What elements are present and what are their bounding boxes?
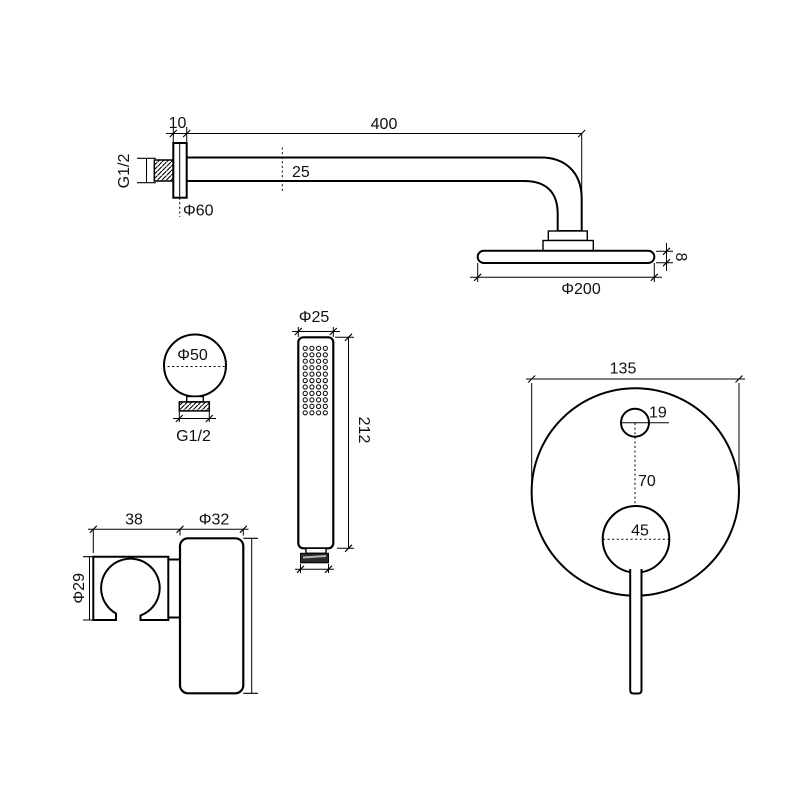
nozzle-dot: [309, 352, 315, 358]
head-connector-lower: [542, 239, 594, 252]
nozzle-dot: [322, 345, 328, 351]
dim-center-distance: 70: [638, 473, 656, 490]
dim-outlet-diameter: Φ50: [177, 347, 208, 364]
dim-ticks-wand-diameter: [294, 327, 338, 336]
nozzle-dot: [302, 345, 308, 351]
rain-shower-assembly: 10 400 25 G1/2 Φ60 Φ200 8: [116, 115, 689, 298]
nozzle-dot: [302, 358, 308, 364]
nozzle-dot: [322, 390, 328, 396]
nozzle-dot: [302, 371, 308, 377]
outlet-thread: [178, 401, 211, 412]
nozzle-dot: [316, 378, 322, 384]
nozzle-dot: [309, 371, 315, 377]
outlet-neck: [185, 395, 204, 403]
nozzle-dot: [309, 403, 315, 409]
nozzle-dot: [322, 384, 328, 390]
nozzle-dot: [316, 410, 322, 416]
nozzle-dot: [322, 365, 328, 371]
outlet-body: [163, 333, 227, 398]
nozzle-dot: [309, 384, 315, 390]
nozzle-dot: [309, 397, 315, 403]
shower-arm: [185, 156, 583, 232]
dim-arm-length: 400: [371, 116, 398, 133]
dim-head-diameter: Φ200: [561, 281, 601, 298]
nozzle-dot: [309, 378, 315, 384]
mixer-handle-lever: [629, 569, 643, 695]
nozzle-dot: [309, 390, 315, 396]
dim-ticks-outlet: [175, 414, 214, 423]
nozzle-face-dots: [302, 345, 328, 416]
nozzle-dot: [322, 352, 328, 358]
nozzle-dot: [322, 403, 328, 409]
dim-outlet-thread: G1/2: [176, 428, 211, 445]
concealed-mixer-valve: 19 70 45 135: [526, 361, 745, 695]
dim-clip-width: 38: [125, 512, 143, 529]
nozzle-dot: [316, 397, 322, 403]
holder-wall-body: [178, 537, 245, 695]
nozzle-dot: [302, 403, 308, 409]
nozzle-dot: [322, 358, 328, 364]
wall-thread: [153, 159, 175, 182]
dim-flange-offset: 10: [169, 115, 187, 132]
dim-head-thickness: 8: [672, 253, 689, 262]
nozzle-dot: [309, 410, 315, 416]
dim-ticks-holder-top: [89, 525, 248, 534]
nozzle-dot: [316, 352, 322, 358]
nozzle-dot: [302, 397, 308, 403]
nozzle-dot: [302, 384, 308, 390]
dim-ticks-thickness: [662, 247, 671, 267]
nozzle-dot: [302, 410, 308, 416]
dim-ticks-arm: [169, 129, 586, 138]
nozzle-dot: [322, 378, 328, 384]
wall-outlet-elbow: Φ50 G1/2: [163, 333, 227, 445]
nozzle-dot: [316, 345, 322, 351]
dim-ticks-head: [473, 273, 659, 282]
nozzle-dot: [316, 390, 322, 396]
dim-flange-diameter: Φ60: [183, 203, 214, 220]
nozzle-dot: [322, 410, 328, 416]
nozzle-dot: [316, 403, 322, 409]
dim-ticks-plate-width: [527, 375, 743, 383]
hand-shower-wand: Φ25 212: [292, 309, 372, 574]
dim-body-width: Φ32: [199, 512, 230, 529]
shower-holder-bracket: 38 Φ32 Φ29: [71, 512, 258, 695]
nozzle-dot: [302, 378, 308, 384]
dim-diverter-diameter: 19: [649, 405, 667, 422]
nozzle-dot: [309, 345, 315, 351]
shower-head-disc: [476, 249, 656, 264]
nozzle-dot: [302, 352, 308, 358]
nozzle-dot: [302, 365, 308, 371]
nozzle-dot: [302, 390, 308, 396]
ext-ticks-body-height: [243, 537, 258, 694]
wand-neck: [305, 547, 327, 554]
nozzle-dot: [322, 371, 328, 377]
head-connector-upper: [547, 230, 588, 242]
wand-thread: [300, 552, 329, 564]
wand-thread-highlight: [302, 555, 327, 559]
dim-ticks-clip-diameter: [83, 556, 97, 621]
dim-plate-width: 135: [610, 361, 637, 378]
nozzle-dot: [316, 365, 322, 371]
dim-wand-diameter: Φ25: [299, 309, 330, 326]
nozzle-dot: [316, 358, 322, 364]
dim-clip-diameter: Φ29: [71, 573, 88, 604]
nozzle-dot: [316, 384, 322, 390]
nozzle-dot: [309, 358, 315, 364]
dim-ticks-wand-thread: [296, 565, 333, 574]
dim-wall-thread: G1/2: [116, 154, 133, 189]
dim-ticks-wall-thread: [137, 157, 156, 184]
nozzle-dot: [322, 397, 328, 403]
dim-ticks-wand-length: [344, 333, 353, 553]
dim-handle-base-diameter: 45: [631, 523, 649, 540]
dim-wand-length: 212: [355, 417, 372, 444]
dim-arm-diameter: 25: [292, 164, 310, 181]
holder-clip: [92, 555, 170, 621]
nozzle-dot: [309, 365, 315, 371]
nozzle-dot: [316, 371, 322, 377]
